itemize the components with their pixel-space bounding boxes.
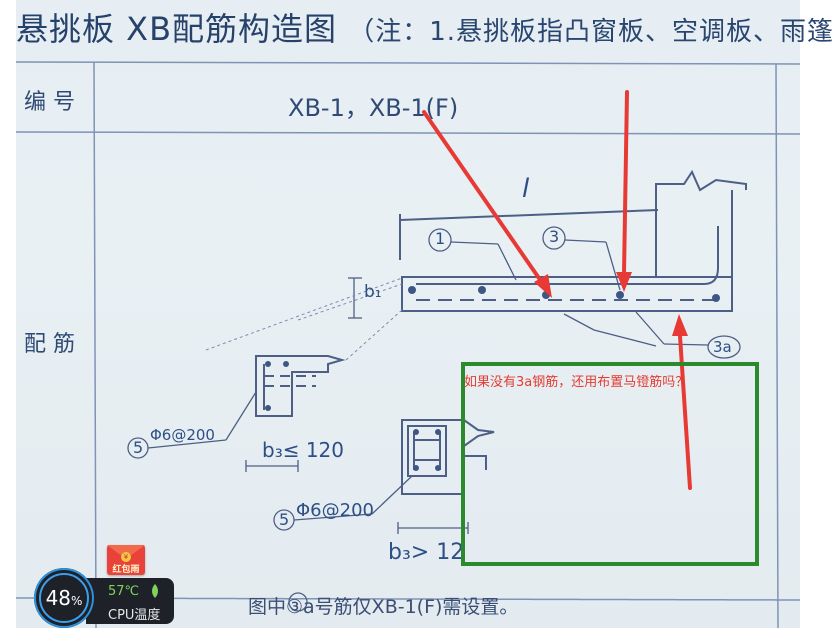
red-packet-label: 红包雨	[112, 565, 140, 575]
bar-label-5-lower: 5	[279, 510, 290, 529]
system-monitor-widget[interactable]: 57℃ CPU温度 48%	[34, 568, 174, 628]
red-packet-icon[interactable]: ¥ 红包雨	[107, 545, 145, 575]
usage-unit: %	[71, 594, 83, 608]
drawing-lines	[15, 61, 801, 628]
bar-label-3a: 3a	[713, 338, 732, 356]
drawing-photo: 悬挑板 XB配筋构造图 （注：1.悬挑板指凸窗板、空调板、雨篷 编 号 配 筋 …	[15, 0, 833, 628]
footnote: 图中③a号筋仅XB-1(F)需设置。	[248, 596, 519, 618]
dim-l: l	[522, 174, 530, 204]
dim-b1: b₁	[364, 282, 382, 302]
drawing-title: 悬挑板 XB配筋构造图 （注：1.悬挑板指凸窗板、空调板、雨篷	[16, 4, 834, 50]
bar-label-1: 1	[435, 229, 446, 248]
red-packet-coin: ¥	[121, 552, 131, 562]
usage-ring	[39, 573, 89, 623]
bar-label-5-left: 5	[133, 438, 144, 457]
usage-gauge[interactable]: 48%	[34, 568, 94, 628]
row-label-rebar: 配 筋	[24, 332, 75, 357]
spacing-lower: Φ6@200	[296, 500, 374, 521]
cpu-temp: 57℃	[108, 584, 140, 599]
usage-value: 48	[45, 586, 72, 610]
spacing-left: Φ6@200	[150, 426, 215, 444]
annotation-question: 如果没有3a钢筋，还用布置马镫筋吗？	[464, 375, 689, 390]
number-value: XB-1，XB-1(F)	[288, 94, 459, 122]
bar-label-3: 3	[549, 227, 560, 246]
condition-le-120: b₃≤ 120	[262, 438, 345, 462]
row-label-number: 编 号	[24, 90, 75, 115]
usage-readout: 48%	[34, 586, 94, 610]
title-note: （注：1.悬挑板指凸窗板、空调板、雨篷	[348, 17, 834, 47]
cpu-label: CPU温度	[108, 608, 161, 623]
title-main: 悬挑板 XB配筋构造图	[16, 10, 338, 48]
condition-gt: b₃> 12	[388, 540, 465, 565]
cpu-panel: 57℃ CPU温度	[86, 578, 174, 624]
annotation-box	[461, 362, 759, 566]
leaf-icon	[152, 584, 158, 598]
